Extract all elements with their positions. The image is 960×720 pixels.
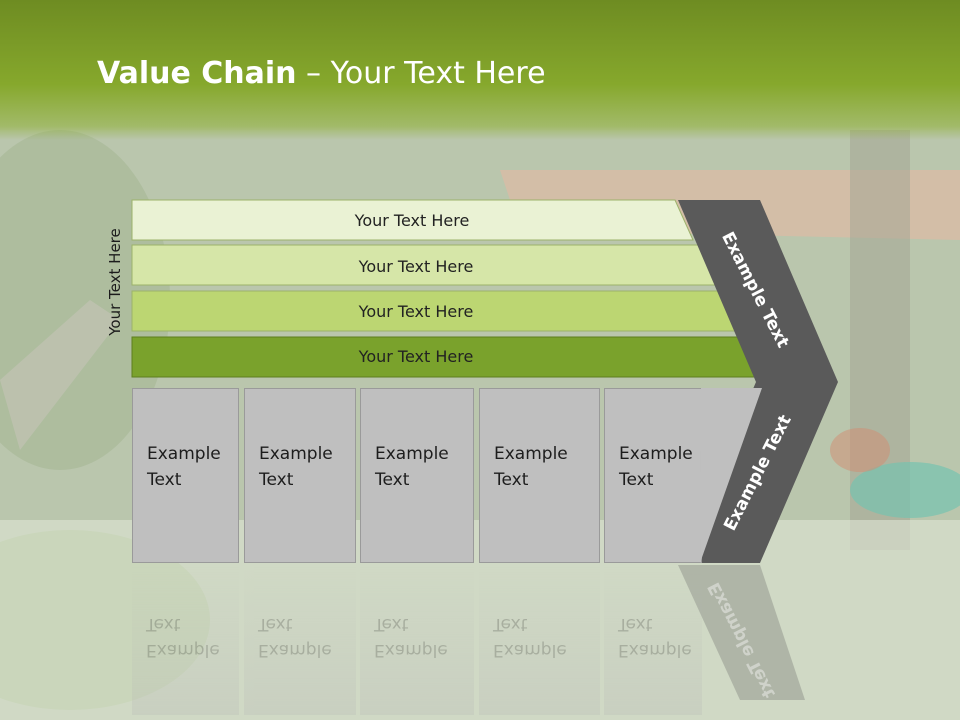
- refl-2-line1: Example: [258, 640, 332, 660]
- refl-4-line2: Text: [493, 614, 528, 634]
- refl-5-line2: Text: [618, 614, 653, 634]
- bar-3: Your Text Here: [132, 291, 700, 331]
- refl-1-line2: Text: [146, 614, 181, 634]
- box-4-line1: Example: [494, 444, 568, 464]
- box-3-line2: Text: [375, 470, 410, 490]
- bar-4-label: Your Text Here: [358, 346, 474, 366]
- header-band: [0, 0, 960, 140]
- box-reflection-4: Example Text: [479, 565, 600, 715]
- bar-2: Your Text Here: [132, 246, 700, 286]
- refl-1-line1: Example: [146, 640, 220, 660]
- box-5-line2: Text: [619, 470, 654, 490]
- refl-3-line2: Text: [374, 614, 409, 634]
- title-bold: Value Chain: [97, 56, 297, 91]
- bar-4: Your Text Here: [132, 336, 700, 376]
- bar-1-label: Your Text Here: [354, 210, 470, 230]
- box-5-line1: Example: [619, 444, 693, 464]
- box-1-line1: Example: [147, 444, 221, 464]
- page-title: Value Chain – Your Text Here: [97, 56, 546, 92]
- refl-4-line1: Example: [493, 640, 567, 660]
- box-reflection-2: Example Text: [244, 565, 356, 715]
- box-4-line2: Text: [494, 470, 529, 490]
- box-reflection-1: Example Text: [132, 565, 239, 715]
- box-reflection-5: Example Text: [604, 565, 702, 715]
- chevron-reflection: [678, 565, 805, 700]
- bar-shape-1: [131, 199, 694, 241]
- refl-3-line1: Example: [374, 640, 448, 660]
- bar-1: Your Text Here: [132, 200, 692, 240]
- bar-3-label: Your Text Here: [358, 301, 474, 321]
- box-3-line1: Example: [375, 444, 449, 464]
- bar-2-label: Your Text Here: [358, 256, 474, 276]
- refl-5-line1: Example: [618, 640, 692, 660]
- box-reflection-3: Example Text: [360, 565, 474, 715]
- refl-2-line2: Text: [258, 614, 293, 634]
- box-2-line1: Example: [259, 444, 333, 464]
- box-2-line2: Text: [259, 470, 294, 490]
- title-rest: – Your Text Here: [296, 56, 546, 91]
- box-1-line2: Text: [147, 470, 182, 490]
